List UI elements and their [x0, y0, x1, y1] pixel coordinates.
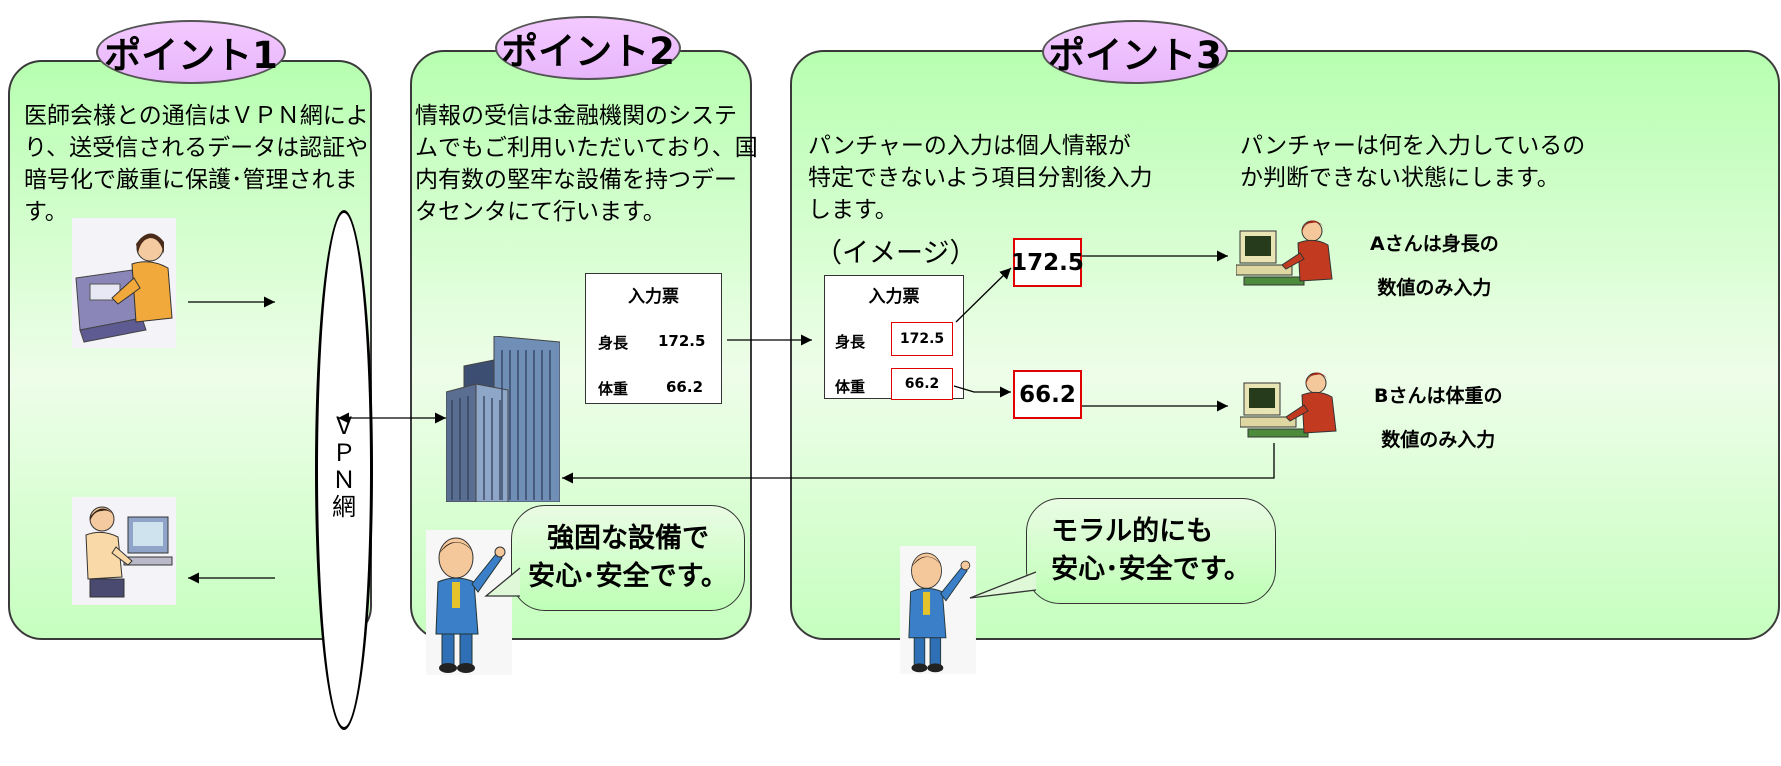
form-title: 入力票	[868, 287, 920, 307]
point3-input-form: 入力票 身長 172.5 体重 66.2	[824, 275, 964, 400]
form-label-height: 身長	[835, 333, 866, 351]
office-worker-at-pc-illustration	[72, 497, 176, 605]
point2-bubble-text: 強固な設備で 安心･安全です。	[528, 523, 728, 592]
point1-description: 医師会様との通信はＶＰＮ網によ り、送受信されるデータは認証や 暗号化で厳重に保…	[24, 103, 369, 225]
form-title: 入力票	[628, 287, 679, 307]
split-value-height: 172.5	[1011, 238, 1084, 287]
guide-man-illustration-1	[426, 530, 512, 675]
note-a: Aさんは身長の 数値のみ入力	[1370, 233, 1499, 299]
form-value-weight: 66.2	[904, 376, 940, 392]
point1-panel	[8, 60, 372, 640]
point2-description: 情報の受信は金融機関のシステ ムでもご利用いただいており、国 内有数の堅牢な設備…	[415, 103, 758, 225]
form-value-weight: 66.2	[666, 378, 704, 396]
point3-bubble-text: モラル的にも 安心･安全です。	[1051, 516, 1251, 585]
form-value-weight-box: 66.2	[891, 368, 953, 400]
point3-description-right: パンチャーは何を入力しているの か判断できない状態にします。	[1240, 133, 1586, 191]
vpn-label: Ｖ Ｐ Ｎ 網	[332, 412, 356, 521]
form-value-height-box: 172.5	[891, 322, 953, 356]
data-center-building-illustration	[445, 335, 561, 503]
point3-speech-bubble: モラル的にも 安心･安全です。	[1026, 498, 1276, 604]
puncher-a-illustration	[1235, 213, 1336, 291]
form-value-height: 172.5	[658, 332, 706, 350]
form-label-weight: 体重	[835, 378, 866, 396]
form-label-height: 身長	[598, 334, 629, 352]
point3-description-left: パンチャーの入力は個人情報が 特定できないよう項目分割後入力 します。	[808, 133, 1153, 223]
form-value-height: 172.5	[899, 331, 945, 347]
point2-speech-bubble: 強固な設備で 安心･安全です。	[511, 505, 745, 611]
form-label-weight: 体重	[598, 380, 629, 398]
point1-badge: ポイント1	[96, 20, 286, 84]
puncher-b-illustration	[1239, 365, 1340, 443]
point2-input-form: 入力票 身長 172.5 体重 66.2	[585, 273, 722, 404]
note-b: Bさんは体重の 数値のみ入力	[1374, 385, 1503, 451]
point3-badge: ポイント3	[1042, 20, 1228, 84]
point2-badge: ポイント2	[495, 16, 681, 80]
doctor-at-fax-illustration	[72, 218, 176, 348]
split-value-weight: 66.2	[1013, 370, 1082, 419]
vpn-network: Ｖ Ｐ Ｎ 網	[315, 210, 373, 730]
guide-man-illustration-2	[900, 546, 976, 674]
image-label: （イメージ）	[815, 238, 977, 269]
